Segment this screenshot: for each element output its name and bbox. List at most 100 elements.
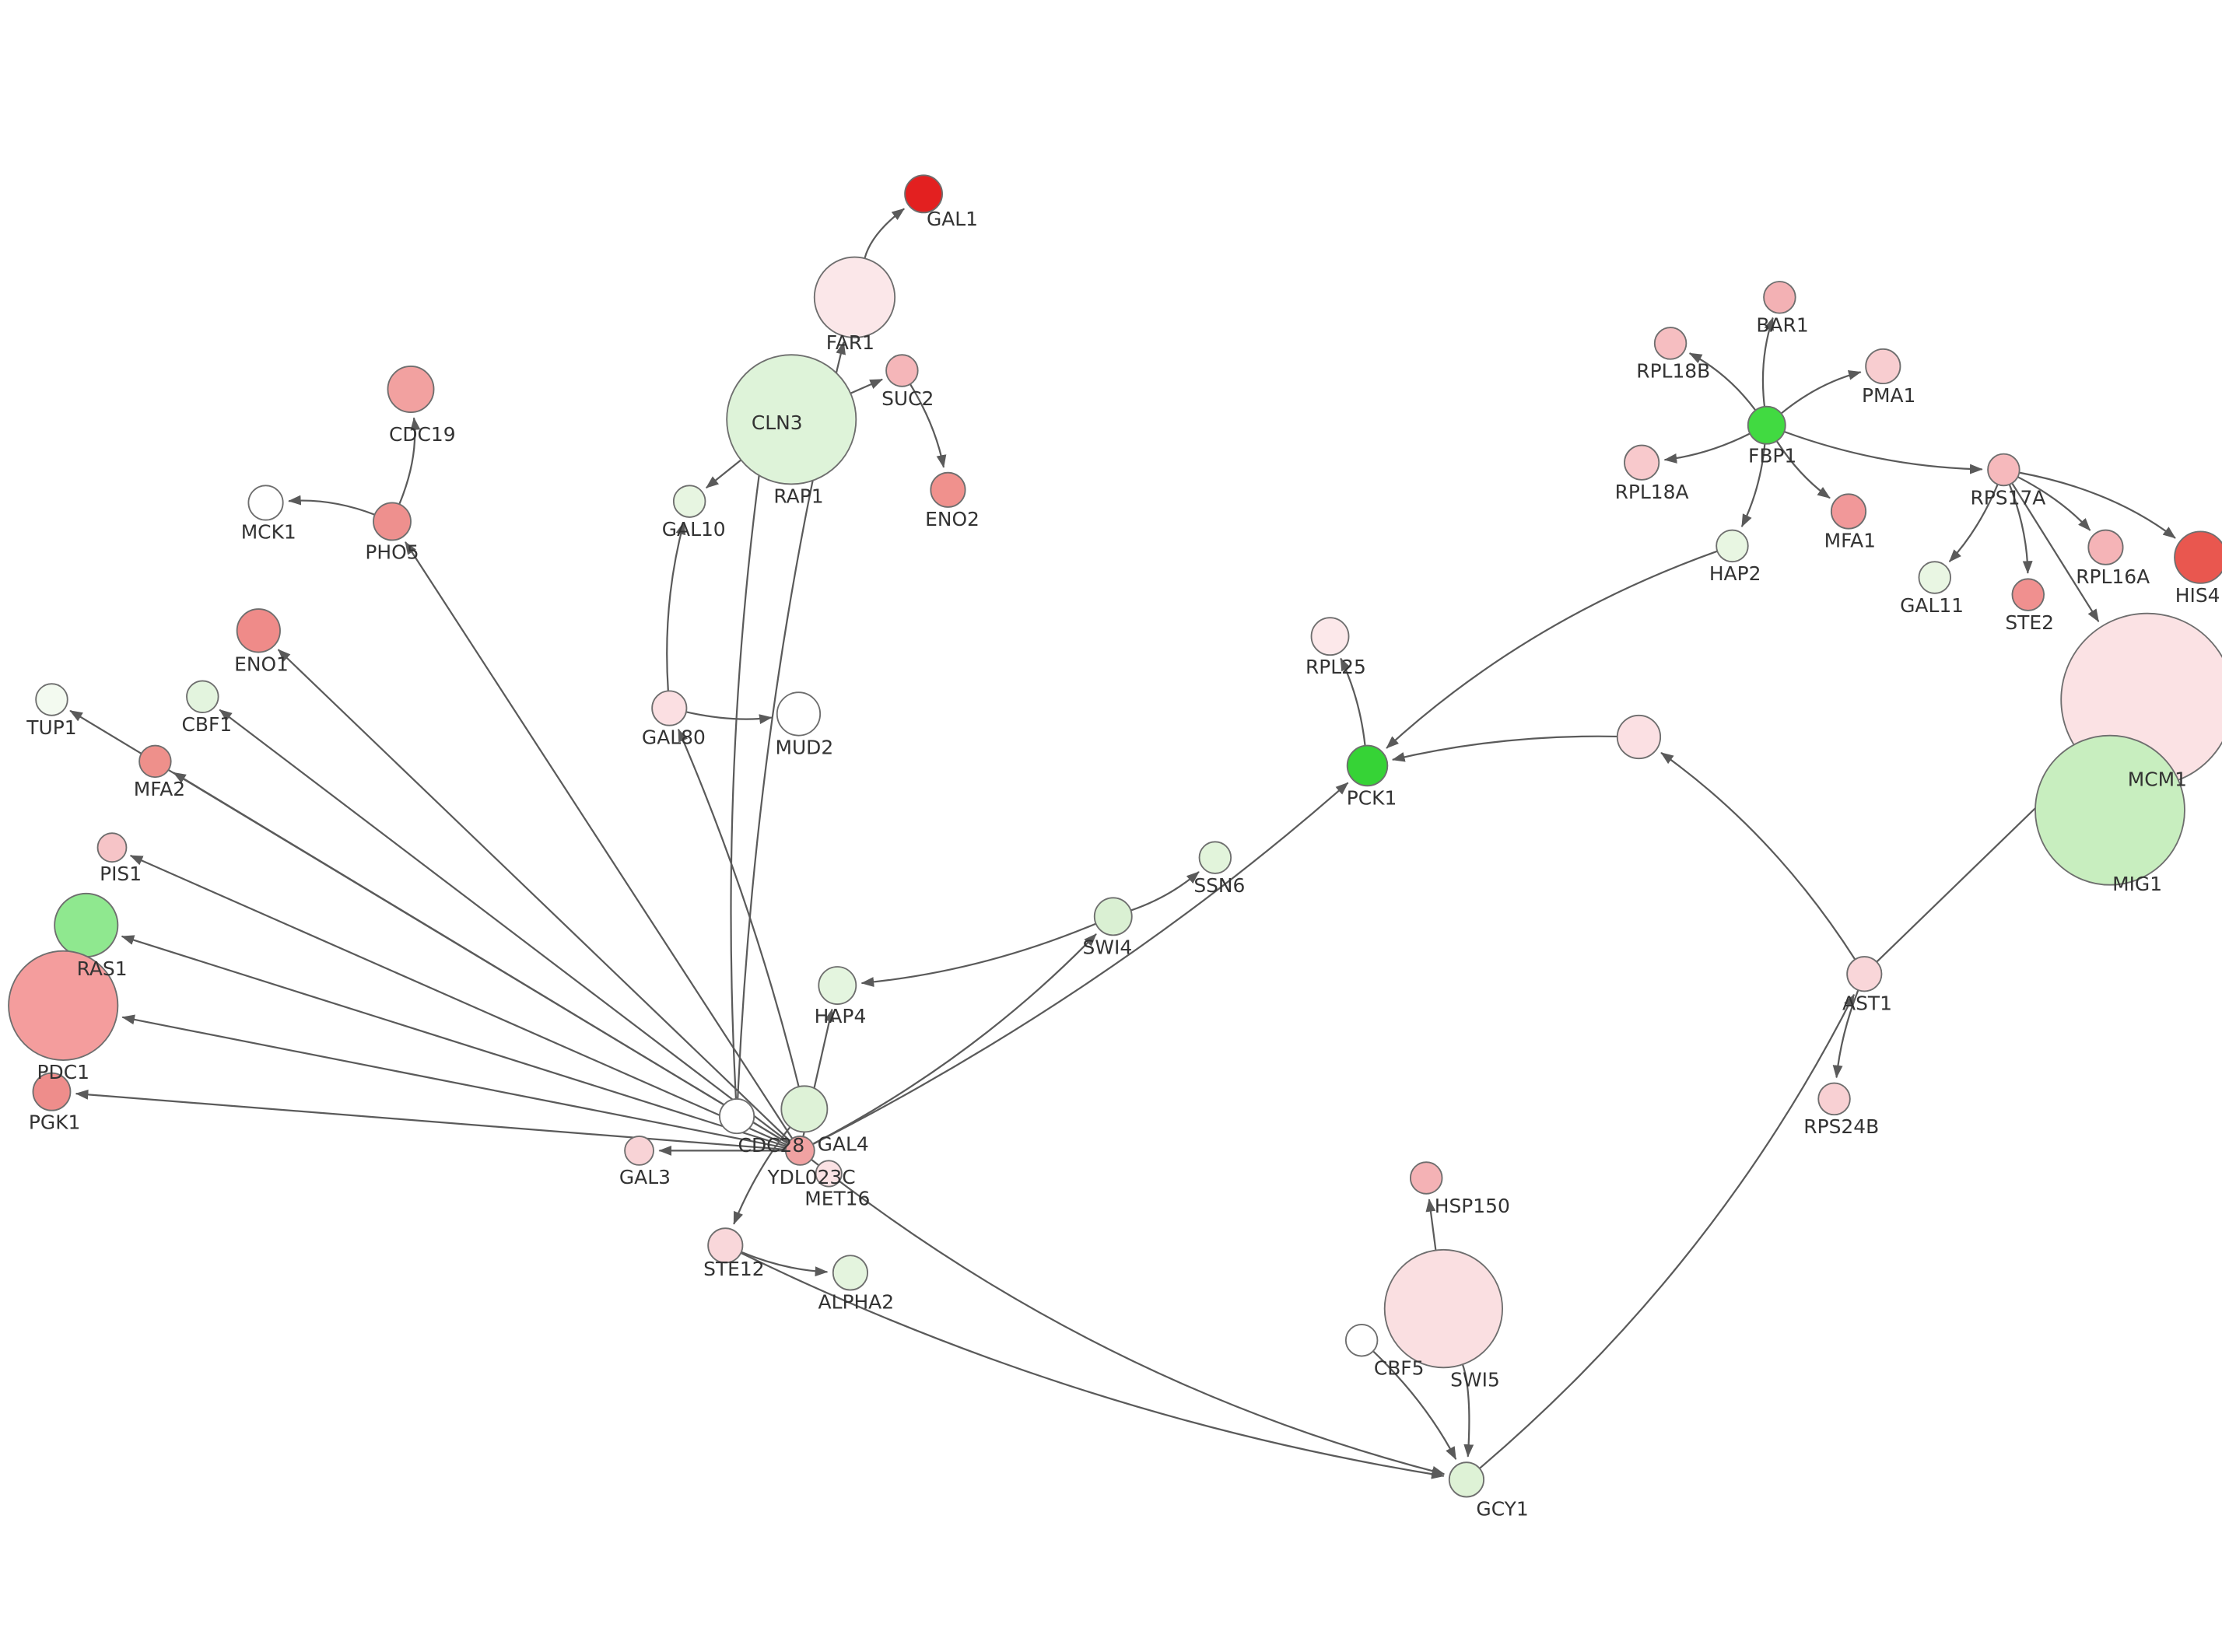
edge-GAL80-MUD2[interactable] (685, 711, 773, 725)
edge-FBP1-BAR1[interactable] (1761, 317, 1774, 408)
node-HAP4[interactable] (818, 966, 857, 1005)
node-RPL25[interactable] (1310, 617, 1350, 656)
node-CDC19[interactable] (387, 366, 435, 413)
node-GCY1[interactable] (1448, 1461, 1485, 1498)
edge-SWI5-GCY1[interactable] (1461, 1363, 1474, 1458)
edge-YDL023C-CBF1[interactable] (219, 709, 790, 1143)
node-MUD2[interactable] (776, 691, 822, 737)
node-FAR1[interactable] (813, 256, 896, 338)
edge-RAP1-GAL10[interactable] (706, 459, 742, 489)
node-RAS1[interactable] (54, 892, 119, 957)
node-HIS4[interactable] (2174, 530, 2222, 584)
node-RAP1[interactable] (726, 354, 857, 485)
node-HSP150[interactable] (1410, 1161, 1443, 1195)
node-PHO5[interactable] (373, 502, 412, 541)
edge-YDL023C-RAS1[interactable] (121, 935, 787, 1147)
edge-GCY1-AST1[interactable] (1479, 993, 1856, 1469)
edge-GAL4-GAL80[interactable] (677, 728, 800, 1087)
node-FBP1[interactable] (1747, 405, 1786, 445)
edge-CBF5-GCY1[interactable] (1372, 1350, 1457, 1460)
edge-FBP1-MFA1[interactable] (1775, 440, 1831, 499)
edge-SWI4-HAP4[interactable] (860, 922, 1097, 988)
node-GAL3[interactable] (624, 1136, 654, 1166)
node-BAR1[interactable] (1763, 281, 1796, 314)
node-GAL4[interactable] (780, 1085, 829, 1133)
edge-YDL023C-ENO1[interactable] (277, 649, 790, 1142)
node-GAL10[interactable] (672, 485, 706, 518)
edge-FAR1-GAL1[interactable] (864, 208, 905, 259)
edge-SWI5-HSP150[interactable] (1425, 1199, 1437, 1251)
node-RPS24B[interactable] (1817, 1082, 1851, 1116)
edge-YDL023C-PGK1[interactable] (75, 1089, 786, 1151)
node-STE2[interactable] (2011, 578, 2045, 611)
edge-PCK1-RPL25[interactable] (1340, 657, 1366, 746)
node-MFA1[interactable] (1830, 493, 1867, 530)
edge-NODE1-PCK1[interactable] (1391, 735, 1617, 762)
edge-YDL023C-PIS1[interactable] (129, 855, 787, 1146)
node-ENO1[interactable] (236, 608, 281, 653)
node-TUP1[interactable] (35, 683, 68, 716)
edge-RPS17A-STE2[interactable] (2008, 484, 2033, 574)
node-SSN6[interactable] (1198, 841, 1232, 874)
node-ALPHA2[interactable] (832, 1255, 868, 1291)
node-MET16[interactable] (815, 1160, 843, 1188)
edge-RPS17A-RPL16A[interactable] (2017, 476, 2091, 531)
edge-FBP1-RPL18B[interactable] (1688, 352, 1757, 411)
node-PGK1[interactable] (32, 1072, 72, 1111)
node-ENO2[interactable] (930, 471, 966, 508)
node-MFA2[interactable] (138, 744, 172, 779)
edge-FBP1-RPL18A[interactable] (1663, 432, 1751, 464)
edge-PHO5-CDC19[interactable] (398, 417, 421, 505)
edge-RPS17A-MCM1[interactable] (2011, 482, 2100, 622)
edge-YDL023C-GCY1[interactable] (811, 1158, 1446, 1476)
node-RPL18A[interactable] (1624, 444, 1660, 481)
edge-HAP2-PCK1[interactable] (1386, 550, 1718, 749)
edge-YDL023C-PCK1[interactable] (812, 782, 1349, 1146)
node-STE12[interactable] (707, 1227, 744, 1264)
edge-SWI4-SSN6[interactable] (1130, 871, 1200, 912)
node-GAL1[interactable] (904, 174, 943, 214)
node-HAP2[interactable] (1716, 529, 1749, 563)
node-YDL023C[interactable] (784, 1136, 815, 1166)
node-PIS1[interactable] (96, 832, 128, 863)
node-MIG1[interactable] (2034, 734, 2185, 886)
edge-CDC28-CLN3[interactable] (730, 415, 771, 1099)
node-AST1[interactable] (1846, 956, 1883, 992)
node-CDC28[interactable] (719, 1097, 755, 1135)
edge-STE12-ALPHA2[interactable] (741, 1251, 829, 1277)
edge-GAL80-GAL10[interactable] (666, 521, 686, 691)
node-SWI5[interactable] (1383, 1248, 1503, 1369)
edge-STE12-GCY1[interactable] (740, 1251, 1445, 1479)
edge-RPS17A-HIS4[interactable] (2019, 471, 2176, 539)
node-RPL18B[interactable] (1653, 327, 1688, 360)
edge-AST1-NODE1[interactable] (1660, 751, 1856, 961)
node-SUC2[interactable] (885, 354, 919, 387)
node-RPS17A[interactable] (1987, 453, 2020, 487)
edge-SUC2-ENO2[interactable] (909, 383, 947, 468)
edge-YDL023C-SWI4[interactable] (812, 933, 1097, 1145)
edge-GAL4-STE12[interactable] (733, 1126, 791, 1225)
node-CBF5[interactable] (1344, 1323, 1379, 1357)
edge-RAP1-SUC2[interactable] (849, 378, 883, 395)
node-PDC1[interactable] (8, 950, 119, 1061)
edge-FBP1-PMA1[interactable] (1780, 370, 1862, 415)
node-GAL11[interactable] (1918, 561, 1951, 594)
node-GAL80[interactable] (651, 690, 688, 726)
edge-FBP1-HAP2[interactable] (1740, 443, 1766, 527)
node-CBF1[interactable] (186, 680, 219, 714)
edge-YDL023C-PDC1[interactable] (121, 1014, 787, 1149)
edge-PHO5-MCK1[interactable] (288, 495, 376, 516)
edge-YDL023C-MFA2[interactable] (173, 772, 789, 1144)
node-SWI4[interactable] (1093, 897, 1133, 936)
node-NODE1[interactable] (1616, 714, 1662, 760)
edge-YDL023C-PHO5[interactable] (405, 541, 794, 1139)
node-PMA1[interactable] (1865, 348, 1901, 385)
edge-FBP1-RPS17A[interactable] (1783, 430, 1983, 474)
node-RPL16A[interactable] (2087, 529, 2124, 565)
node-PCK1[interactable] (1346, 744, 1389, 787)
edge-RPS17A-GAL11[interactable] (1948, 484, 1999, 562)
edge-AST1-RPS24B[interactable] (1832, 989, 1859, 1079)
node-MCK1[interactable] (247, 485, 284, 521)
